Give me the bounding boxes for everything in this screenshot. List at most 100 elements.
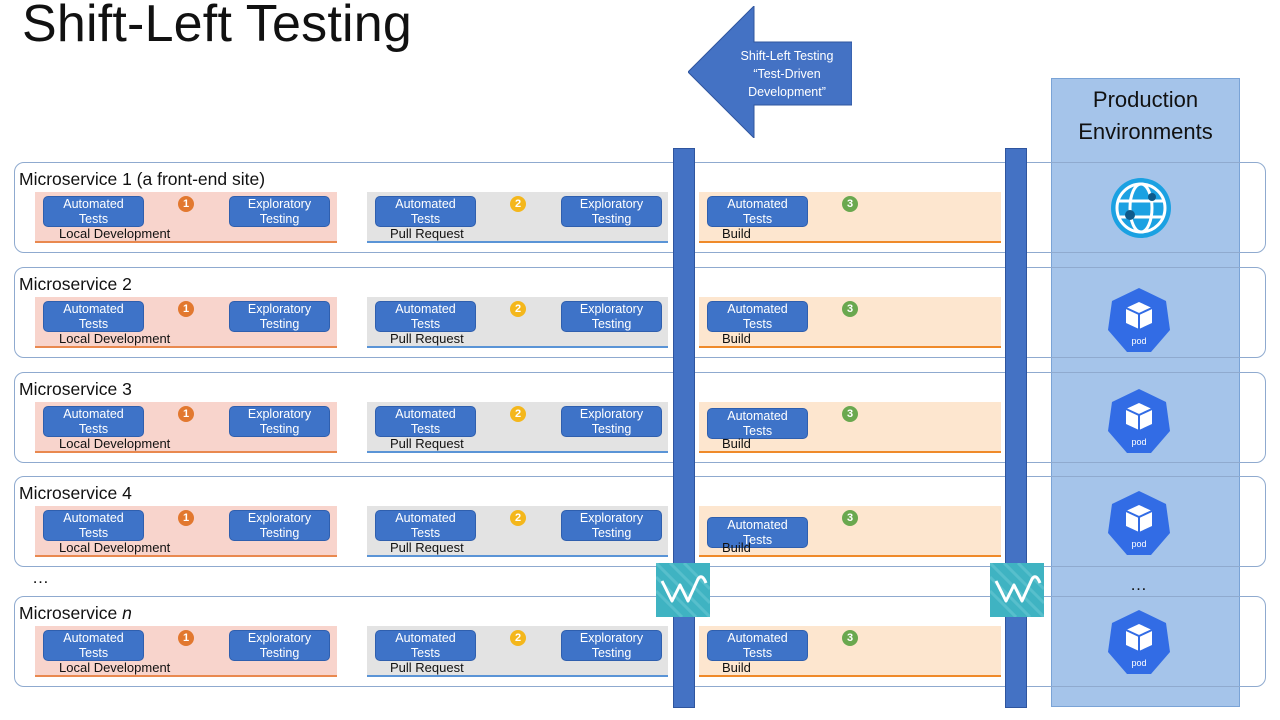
microservice-row [14,267,1266,358]
button-label-line: Automated [63,511,124,525]
button-label-line: Exploratory [579,511,644,525]
arrow-caption-line: “Test-Driven [753,67,821,81]
button-label-line: Tests [410,646,441,660]
production-ellipsis: … [1130,575,1147,594]
stage-label-pr: Pull Request [390,436,464,451]
web-app-globe-icon [1111,178,1171,238]
button-label-line: Tests [410,317,441,331]
button-label-line: Automated [395,511,456,525]
button-label-line: Tests [78,422,109,436]
microservice-name: Microservice 4 [19,483,132,504]
step-badge: 3 [842,301,858,317]
stage-label-pr: Pull Request [390,331,464,346]
button-label-line: Tests [78,526,109,540]
button-label-line: Automated [63,631,124,645]
arrow-caption-line: Development” [748,85,826,99]
wave-gate-icon [656,563,710,617]
button-label-line: Exploratory [579,407,644,421]
button-label-line: Automated [395,197,456,211]
stage-label-build: Build [722,436,751,451]
button-label-line: Automated [727,197,788,211]
microservice-name-text: Microservice 4 [19,483,132,503]
step-badge: 3 [842,406,858,422]
production-title-line: Environments [1078,119,1213,144]
button-label-line: Automated [63,302,124,316]
step-badge: 2 [510,630,526,646]
microservice-name-text: Microservice 3 [19,379,132,399]
button-label-line: Exploratory [579,631,644,645]
step-badge: 2 [510,510,526,526]
button-label-line: Tests [742,212,773,226]
button-label-line: Testing [591,212,632,226]
button-label-line: Tests [410,422,441,436]
microservice-name: Microservice n [19,603,132,624]
button-label-line: Exploratory [247,197,312,211]
button-label-line: Automated [395,407,456,421]
stage-label-local: Local Development [59,226,171,241]
button-label-line: Tests [78,646,109,660]
microservice-row [14,476,1266,567]
step-badge: 3 [842,510,858,526]
button-label-line: Exploratory [247,302,312,316]
button-label-line: Tests [742,533,773,547]
pod-label: pod [1131,336,1146,346]
button-label-line: Automated [727,631,788,645]
stage-label-local: Local Development [59,331,171,346]
stage-label-local: Local Development [59,660,171,675]
kubernetes-pod-icon: pod [1108,610,1170,674]
button-label-line: Testing [591,317,632,331]
stage-label-build: Build [722,540,751,555]
button-label-line: Exploratory [579,197,644,211]
button-label-line: Automated [727,409,788,423]
step-badge: 1 [178,196,194,212]
microservice-name-text: Microservice 2 [19,274,132,294]
wave-gate-icon [990,563,1044,617]
arrow-caption: Shift-Left Testing “Test-Driven Developm… [722,47,852,101]
button-label-line: Testing [259,526,300,540]
rows-ellipsis: … [32,568,49,587]
production-title: Production Environments [1051,84,1240,148]
button-label-line: Automated [727,302,788,316]
microservice-row [14,596,1266,687]
gate-bar [1005,148,1027,708]
microservice-name-text: Microservice 1 (a front-end site) [19,169,266,189]
button-label-line: Tests [742,424,773,438]
stage-label-build: Build [722,660,751,675]
button-label-line: Automated [395,302,456,316]
button-label-line: Tests [742,646,773,660]
step-badge: 3 [842,196,858,212]
kubernetes-pod-icon: pod [1108,288,1170,352]
production-title-line: Production [1092,87,1199,112]
stage-label-pr: Pull Request [390,540,464,555]
stage-label-build: Build [722,226,751,241]
kubernetes-pod-icon: pod [1108,389,1170,453]
step-badge: 2 [510,301,526,317]
pod-label: pod [1131,539,1146,549]
microservice-name-text: Microservice [19,603,123,623]
